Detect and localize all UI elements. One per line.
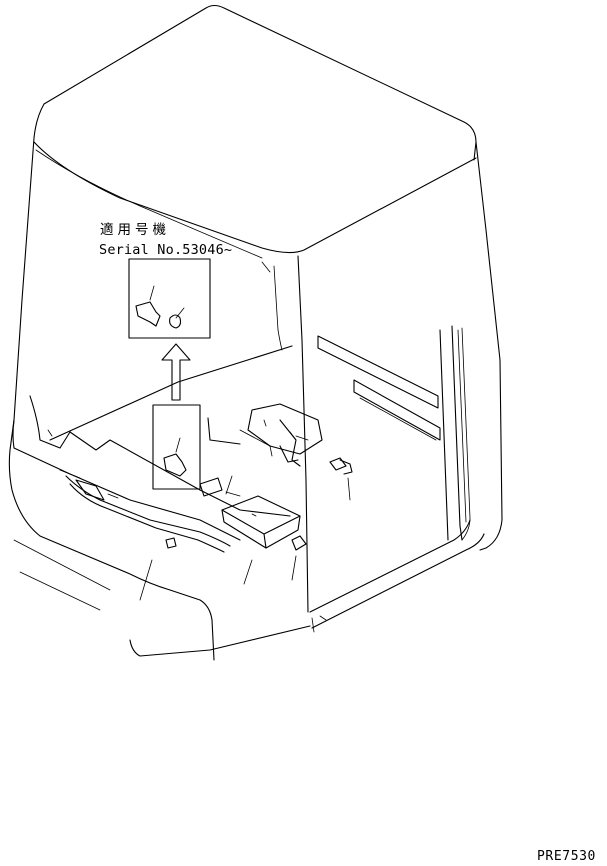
cab-frame [9, 137, 503, 633]
clip [199, 477, 241, 497]
cab-roof [33, 4, 477, 259]
mounting-bracket [247, 403, 323, 467]
back-panel [49, 345, 293, 457]
leader-lines [225, 431, 351, 585]
front-console [8, 395, 311, 661]
wiring-harness [59, 469, 231, 553]
serial-number-label: Serial No.53046~ [99, 242, 233, 258]
applicable-models-label: 適用号機 [100, 222, 170, 238]
drawing-code: PRE7530 [537, 849, 596, 864]
control-box [221, 495, 307, 551]
upward-arrow [161, 343, 191, 401]
detail-box-lower [152, 404, 201, 490]
bolt [329, 457, 353, 475]
detail-box-upper [128, 258, 211, 339]
